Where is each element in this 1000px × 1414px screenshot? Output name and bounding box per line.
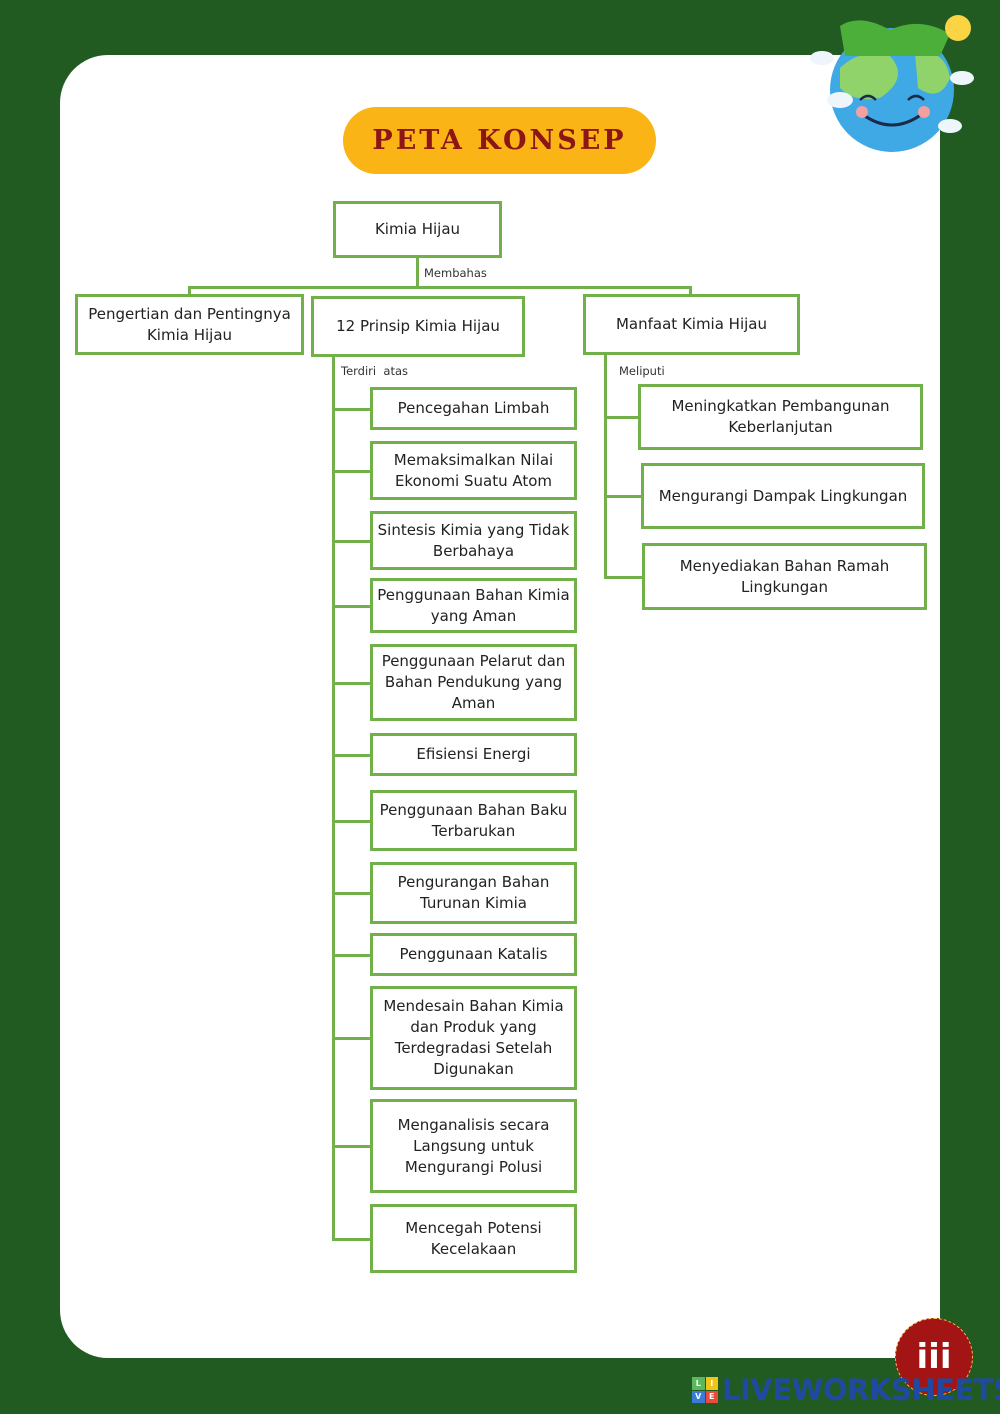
sun-icon [945, 15, 971, 41]
connector [334, 1145, 372, 1148]
root-node: Kimia Hijau [333, 201, 502, 258]
globe-land [915, 52, 950, 94]
earth-illustration-icon [810, 15, 974, 152]
link-label-meliputi: Meliputi [619, 364, 665, 378]
principle-node: Sintesis Kimia yang Tidak Berbahaya [370, 511, 577, 570]
link-label-terdiri-atas: Terdiri atas [341, 364, 408, 378]
principle-node-label: Pengurangan Bahan Turunan Kimia [397, 873, 550, 912]
globe-land [840, 53, 898, 100]
globe-plants [840, 20, 950, 56]
connector [604, 355, 607, 579]
connector [334, 954, 372, 957]
connector [334, 470, 372, 473]
connector [606, 495, 643, 498]
principle-node: Menganalisis secara Langsung untuk Mengu… [370, 1099, 577, 1193]
branch-node-label: Pengertian dan Pentingnya Kimia Hijau [88, 304, 291, 344]
cloud-icon [827, 92, 853, 108]
title-banner: PETA KONSEP [343, 107, 656, 174]
globe-eye [907, 94, 925, 101]
connector [334, 820, 372, 823]
benefit-node: Mengurangi Dampak Lingkungan [641, 463, 925, 529]
principle-node-label: Penggunaan Bahan Kimia yang Aman [377, 585, 570, 625]
principle-node: Penggunaan Bahan Kimia yang Aman [370, 578, 577, 633]
globe-smile [861, 112, 923, 127]
branch-node-label: 12 Prinsip Kimia Hijau [336, 317, 500, 335]
principle-node-label: Sintesis Kimia yang Tidak Berbahaya [377, 520, 570, 560]
page-title: PETA KONSEP [372, 125, 627, 156]
principle-node-label: Mencegah Potensi Kecelakaan [405, 1218, 542, 1258]
connector [188, 286, 692, 289]
logo-letter: V [692, 1390, 705, 1403]
principle-node: Pencegahan Limbah [370, 387, 577, 430]
connector [334, 1238, 372, 1241]
connector [689, 286, 692, 296]
liveworksheets-wordmark: LIVEWORKSHEETS [722, 1373, 1000, 1407]
principle-node: Penggunaan Bahan Baku Terbarukan [370, 790, 577, 851]
principle-node: Memaksimalkan Nilai Ekonomi Suatu Atom [370, 441, 577, 500]
page-number: iii [916, 1337, 952, 1377]
benefit-node: Meningkatkan Pembangunan Keberlanjutan [638, 384, 923, 450]
logo-letter: L [692, 1377, 705, 1390]
root-node-label: Kimia Hijau [374, 220, 461, 238]
branch-node-label: Manfaat Kimia Hijau [615, 315, 767, 333]
connector [334, 605, 372, 608]
page-number-badge: iii [895, 1318, 973, 1396]
benefit-node-label: Mengurangi Dampak Lingkungan [658, 486, 908, 505]
principle-node: Mendesain Bahan Kimia dan Produk yang Te… [370, 986, 577, 1090]
connector [334, 408, 372, 411]
principle-node: Mencegah Potensi Kecelakaan [370, 1204, 577, 1273]
cloud-icon [950, 71, 974, 85]
connector [334, 682, 372, 685]
link-label-membahas: Membahas [424, 266, 487, 280]
principle-node-label: Penggunaan Katalis [399, 945, 548, 963]
principle-node-label: Mendesain Bahan Kimia dan Produk yang Te… [383, 997, 564, 1078]
branch-node-manfaat: Manfaat Kimia Hijau [583, 294, 800, 355]
principle-node: Penggunaan Pelarut dan Bahan Pendukung y… [370, 644, 577, 721]
principle-node-label: Menganalisis secara Langsung untuk Mengu… [397, 1115, 550, 1176]
connector [334, 1037, 372, 1040]
cloud-icon [938, 119, 962, 133]
globe-cheek [856, 106, 868, 118]
connector [416, 257, 419, 288]
principle-node-label: Pencegahan Limbah [397, 399, 550, 417]
liveworksheets-logo-icon: L I V E [692, 1377, 718, 1403]
principle-node: Efisiensi Energi [370, 733, 577, 776]
connector [334, 754, 372, 757]
cloud-icon [810, 51, 834, 65]
connector [334, 892, 372, 895]
connector [332, 357, 335, 1241]
connector [334, 540, 372, 543]
connector [606, 416, 640, 419]
benefit-node-label: Meningkatkan Pembangunan Keberlanjutan [671, 397, 890, 436]
principle-node-label: Efisiensi Energi [416, 745, 531, 763]
principle-node: Pengurangan Bahan Turunan Kimia [370, 862, 577, 924]
branch-node-pengertian: Pengertian dan Pentingnya Kimia Hijau [75, 294, 304, 355]
benefit-node-label: Menyediakan Bahan Ramah Lingkungan [679, 556, 890, 596]
globe-cheek [918, 106, 930, 118]
connector [606, 576, 644, 579]
logo-letter: E [705, 1390, 718, 1403]
principle-node-label: Penggunaan Pelarut dan Bahan Pendukung y… [381, 652, 566, 712]
connector [188, 286, 191, 296]
branch-node-prinsip: 12 Prinsip Kimia Hijau [311, 296, 525, 357]
principle-node-label: Memaksimalkan Nilai Ekonomi Suatu Atom [393, 450, 554, 490]
logo-letter: I [705, 1377, 718, 1390]
globe-eye [859, 94, 877, 101]
liveworksheets-brand[interactable]: L I V E LIVEWORKSHEETS [692, 1373, 1000, 1407]
benefit-node: Menyediakan Bahan Ramah Lingkungan [642, 543, 927, 610]
principle-node-label: Penggunaan Bahan Baku Terbarukan [379, 800, 568, 840]
principle-node: Penggunaan Katalis [370, 933, 577, 976]
